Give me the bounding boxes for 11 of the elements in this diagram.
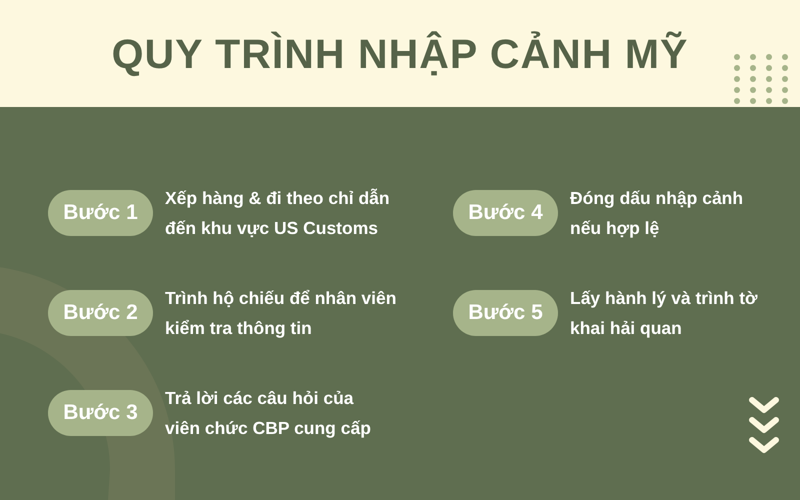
step-description: Xếp hàng & đi theo chỉ dẫn đến khu vực US Customs [165, 187, 391, 240]
step-pill: Bước 4 [453, 190, 558, 236]
step-description: Trình hộ chiếu để nhân viên kiểm tra thông tin [165, 287, 398, 340]
step-pill: Bước 5 [453, 290, 558, 336]
title: QUY TRÌNH NHẬP CẢNH MỸ [110, 30, 690, 79]
step-description: Lấy hành lý và trình tờ khai hải quan [570, 287, 758, 340]
step-description: Trả lời các câu hỏi của viên chức CBP cung cấp [165, 387, 372, 440]
step-pill: Bước 3 [48, 390, 153, 436]
step-pill: Bước 2 [48, 290, 153, 336]
step-description: Đóng dấu nhập cảnh nếu hợp lệ [570, 187, 744, 240]
step-pill: Bước 1 [48, 190, 153, 236]
